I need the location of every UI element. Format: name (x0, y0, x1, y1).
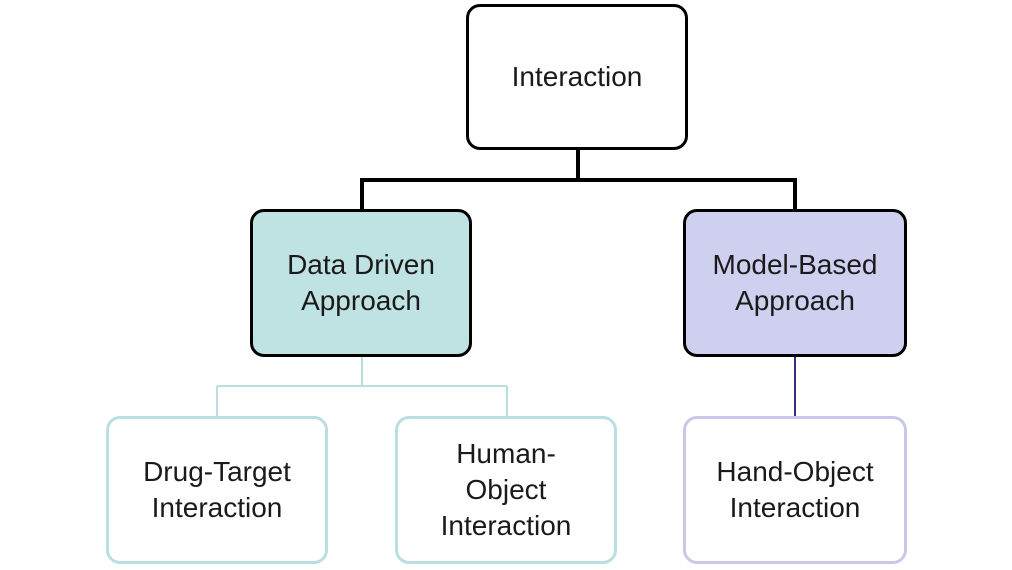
leaf-node-label: Human- Object Interaction (440, 438, 572, 541)
root-node-label: Interaction (511, 61, 643, 92)
leaf-node-human-object-interaction: Human- Object Interaction (395, 416, 617, 564)
leaf-node-label: Hand-Object Interaction (716, 456, 874, 523)
root-node-interaction: Interaction (466, 4, 688, 150)
leaf-node-label: Drug-Target Interaction (143, 456, 291, 523)
branch-node-label: Model-Based Approach (712, 249, 878, 316)
leaf-node-drug-target-interaction: Drug-Target Interaction (106, 416, 328, 564)
leaf-node-hand-object-interaction: Hand-Object Interaction (683, 416, 907, 564)
branch-node-label: Data Driven Approach (287, 249, 435, 316)
branch-node-model-based-approach: Model-Based Approach (683, 209, 907, 357)
branch-node-data-driven-approach: Data Driven Approach (250, 209, 472, 357)
